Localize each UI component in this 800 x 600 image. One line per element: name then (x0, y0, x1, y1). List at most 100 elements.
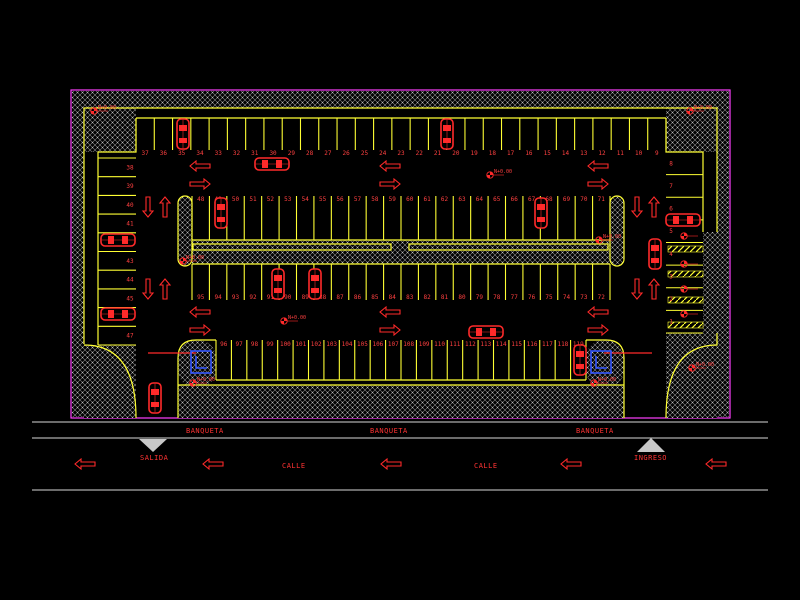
level-corner-left: N+0.00 (197, 377, 215, 383)
stall-number: 53 (284, 196, 292, 203)
stall-number: 7 (669, 183, 673, 190)
stall-number: 59 (389, 196, 397, 203)
stall-number: 31 (251, 150, 259, 157)
stall-number: 98 (251, 341, 259, 348)
stall-number: 95 (197, 294, 205, 301)
stall-number: 26 (343, 150, 351, 157)
level-markers: N+0.00 N+0.00 N+0.00 N+0.00 N+0.00 N+0.0… (90, 105, 714, 387)
level-marker-icon (680, 310, 699, 318)
stall-number: 5 (669, 228, 673, 235)
stall-number: 48 (197, 196, 205, 203)
stall-number: 27 (324, 150, 332, 157)
arrow-right-icon (189, 178, 211, 190)
car-icon (100, 307, 136, 321)
stall-number: 17 (507, 150, 515, 157)
stall-number: 25 (361, 150, 369, 157)
stall-number: 92 (249, 294, 257, 301)
stall-number: 38 (126, 164, 134, 171)
arrow-left-icon (189, 306, 211, 318)
stall-number: 39 (126, 183, 134, 190)
stall-number: 116 (527, 341, 538, 348)
arrow-down-icon (142, 278, 154, 300)
stall-number: 6 (669, 206, 673, 213)
stall-number: 113 (480, 341, 491, 348)
sidewalk-label-center: BANQUETA (370, 427, 408, 435)
stall-number: 60 (406, 196, 414, 203)
stall-number: 91 (267, 294, 275, 301)
stall-number: 4 (669, 251, 673, 258)
stall-number: 20 (452, 150, 460, 157)
stall-number: 101 (295, 341, 306, 348)
stall-number: 89 (302, 294, 310, 301)
stall-number: 24 (379, 150, 387, 157)
car-icon (665, 213, 701, 227)
stall-number: 114 (496, 341, 507, 348)
stall-number: 109 (419, 341, 430, 348)
car-icon (648, 238, 662, 270)
stall-number: 86 (354, 294, 362, 301)
stall-number: 70 (580, 196, 588, 203)
stall-number: 55 (319, 196, 327, 203)
arrow-right-icon (189, 324, 211, 336)
stall-number: 2 (669, 296, 673, 303)
stall-number: 8 (669, 160, 673, 167)
stall-number: 106 (372, 341, 383, 348)
arrow-left-icon (189, 160, 211, 172)
stall-number: 56 (336, 196, 344, 203)
arrow-left-icon (202, 458, 224, 470)
arrow-right-icon (587, 178, 609, 190)
stall-number: 117 (542, 341, 553, 348)
stall-number: 50 (232, 196, 240, 203)
wheelchair-icon (590, 350, 612, 374)
sidewalk-label-left: BANQUETA (186, 427, 224, 435)
stall-number: 112 (465, 341, 476, 348)
exit-marker-icon (139, 439, 167, 452)
car-icon (468, 325, 504, 339)
stall-number: 16 (525, 150, 533, 157)
stall-number: 28 (306, 150, 314, 157)
arrow-left-icon (379, 160, 401, 172)
parking-stalls (98, 118, 703, 380)
stall-number: 103 (326, 341, 337, 348)
stall-number: 13 (580, 150, 588, 157)
stall-number: 40 (126, 202, 134, 209)
car-icon (214, 197, 228, 229)
stall-number: 76 (528, 294, 536, 301)
stall-number: 9 (655, 150, 659, 157)
stall-number: 107 (388, 341, 399, 348)
stall-number: 85 (371, 294, 379, 301)
stall-number: 94 (215, 294, 223, 301)
stall-number: 11 (617, 150, 625, 157)
stall-number: 102 (311, 341, 322, 348)
entrance-label: INGRESO (634, 454, 667, 462)
stall-number: 52 (267, 196, 275, 203)
level-aisle-bottom: N+0.00 (288, 315, 306, 321)
stall-number: 37 (142, 150, 150, 157)
arrow-down-icon (631, 196, 643, 218)
arrow-right-icon (587, 324, 609, 336)
stall-number: 97 (236, 341, 244, 348)
landscape-area (72, 91, 729, 418)
level-marker-icon (680, 260, 699, 268)
level-corner-right: N+0.00 (598, 377, 616, 383)
arrow-left-icon (587, 160, 609, 172)
stall-number: 75 (545, 294, 553, 301)
stall-number: 35 (178, 150, 186, 157)
stall-number: 93 (232, 294, 240, 301)
level-top-right: N+0.00 (694, 105, 712, 111)
stall-number: 58 (371, 196, 379, 203)
stall-number: 69 (563, 196, 571, 203)
stall-number: 80 (458, 294, 466, 301)
car-icon (254, 157, 290, 171)
stall-number: 78 (493, 294, 501, 301)
stall-number: 15 (544, 150, 552, 157)
stall-number: 44 (126, 277, 134, 284)
level-aisle-top: N+0.00 (494, 169, 512, 175)
stall-number: 3 (669, 273, 673, 280)
stall-number: 111 (450, 341, 461, 348)
level-side-right: N+0.00 (696, 362, 714, 368)
car-icon (440, 118, 454, 150)
arrow-up-icon (159, 196, 171, 218)
street-label-left: CALLE (282, 462, 306, 470)
